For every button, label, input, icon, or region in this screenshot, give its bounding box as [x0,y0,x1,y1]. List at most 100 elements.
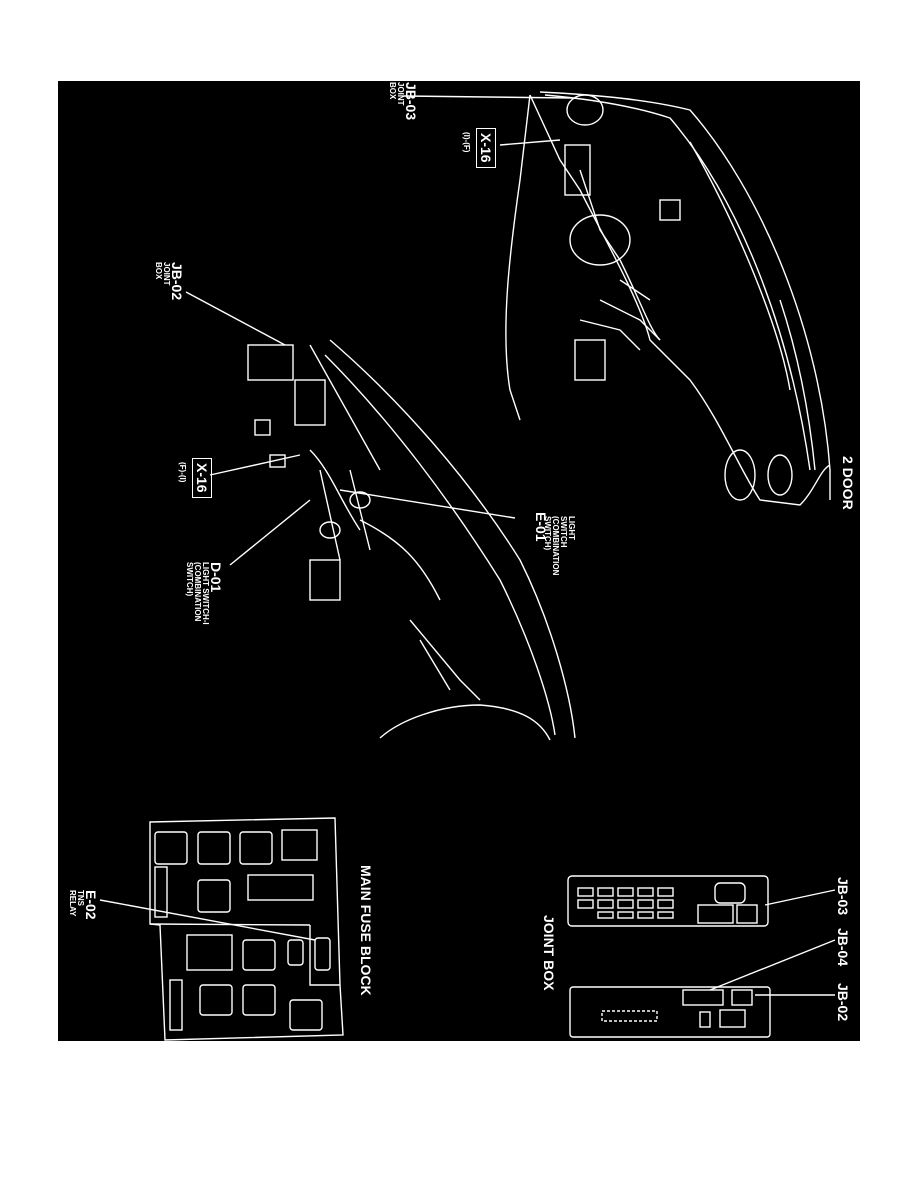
leader-lines [99,95,836,996]
steering-column [569,214,631,266]
harness-wires-bottom [409,619,481,701]
harness-connector-e [319,521,341,539]
label-desc: LIGHT SWITCH-I [201,562,210,625]
label-desc: LIGHT [567,516,576,540]
joint-box-bottom [569,986,771,1038]
leader-d01 [229,499,311,566]
joint-box-top-socket [736,904,758,924]
leader-x16-right [499,139,561,146]
leader-jb03-box [764,889,836,906]
leader-e02 [99,899,316,941]
fuse-block-relay-2 [197,831,231,865]
fuse-block-fuse-grid-3 [186,934,233,971]
vent-right [767,454,793,496]
dash-front-edge [505,94,531,421]
harness-connector-a [294,379,326,426]
label-code: JB-03 [403,82,419,121]
fuse-block-relay-3 [239,831,273,865]
label-code: JB-02 [169,262,185,301]
harness-inner-curve [324,354,556,736]
leader-jb04-box [709,939,836,991]
dash-center-stack [579,169,661,341]
dash-slot-upper [689,141,791,391]
joint-box-bottom-connector-a [699,1011,711,1028]
label-x16-left: X-16 (F)-(I) [178,458,212,498]
harness-connector-d [309,559,341,601]
label-jb02-box: JB-02 [835,983,851,1022]
fuse-block-notch [309,925,340,986]
dash-outer-curve [539,91,831,500]
jb03-connector-cluster [566,94,604,126]
fuse-block-relay-4 [197,879,231,913]
harness-main-bundle [309,344,381,471]
harness-connector-f [349,491,371,509]
leader-x16-left [209,454,301,476]
label-desc: SWITCH) [185,562,194,597]
tns-relay [314,937,331,971]
vent-left [724,449,756,501]
joint-box-title: JOINT BOX [541,915,557,991]
joint-box-bottom-socket [731,989,753,1006]
harness-outer-curve [329,339,576,739]
two-door-dashboard [505,91,831,506]
harness-wires [579,279,661,351]
harness-wires-left [309,449,441,601]
leader-jb03 [403,95,573,99]
label-code: D-01 [208,562,224,593]
label-e02-tns-relay: E-02 TNS RELAY [68,890,99,920]
dash-lower-panel [529,94,831,506]
fuse-block-relay-5 [242,939,276,971]
label-d01-light-switch: D-01 LIGHT SWITCH-I (COMBINATION SWITCH) [185,562,224,625]
joint-box-drawings [567,875,771,1038]
dash-inner-curve [544,94,811,471]
connector-code-box: X-16 [476,128,496,168]
fuse-block-fuse-grid-2 [247,874,314,901]
label-e01-desc: LIGHT SWITCH (COMBINATION SWITCH) [543,516,576,576]
fuse-block-outline [149,817,344,1041]
label-desc: (I)-(F) [462,132,471,153]
fuse-block-clip-2 [169,979,183,1031]
label-desc: (F)-(I) [178,462,187,483]
label-desc: (COMBINATION [551,516,560,576]
joint-box-top-relay [697,904,734,924]
label-jb02-joint-box: JB-02 JOINT BOX [154,262,185,301]
fuse-block-fuse-grid-1 [281,829,318,861]
fuse-block-clip-1 [154,866,168,918]
label-code: E-02 [83,890,99,920]
diagram-panel [58,81,860,1041]
fuse-block-relay-6 [287,939,304,966]
label-jb03-joint-box: JB-03 JOINT BOX [388,82,419,121]
two-door-title: 2 DOOR [840,456,856,510]
dash-connector [659,199,681,221]
joint-box-top-fuses [577,887,674,919]
fuse-block-relay-9 [289,999,323,1031]
label-desc: BOX [388,82,397,100]
joint-box-bottom-fuse-strip [601,1010,658,1022]
joint-box-top-connector [714,882,746,904]
joint-box-bottom-connector-b [719,1009,746,1028]
label-desc: RELAY [68,890,77,917]
label-desc: (COMBINATION [193,562,202,622]
fuse-block-relay-1 [154,831,188,865]
connector-code-box: X-16 [192,458,212,498]
joint-box-top [567,875,769,927]
label-desc: SWITCH) [543,516,552,551]
label-desc: BOX [154,262,163,280]
jb02-box [247,344,294,381]
main-fuse-block-drawing [149,817,344,1041]
joint-box-bottom-relay [682,989,724,1006]
leader-jb02 [185,291,286,346]
label-jb03-box: JB-03 [835,877,851,916]
dash-slot-lower [779,299,816,471]
fuse-cluster [564,144,591,196]
fuse-block-relay-7 [199,984,233,1016]
harness-connector-b [254,419,271,436]
label-jb04-box: JB-04 [835,928,851,967]
label-x16-right: X-16 (I)-(F) [462,128,496,168]
fuse-block-relay-8 [242,984,276,1016]
dash-component-box [574,339,606,381]
main-fuse-block-title: MAIN FUSE BLOCK [358,865,374,996]
harness-bottom-arc [379,704,551,741]
left-harness-drawing [247,339,576,741]
